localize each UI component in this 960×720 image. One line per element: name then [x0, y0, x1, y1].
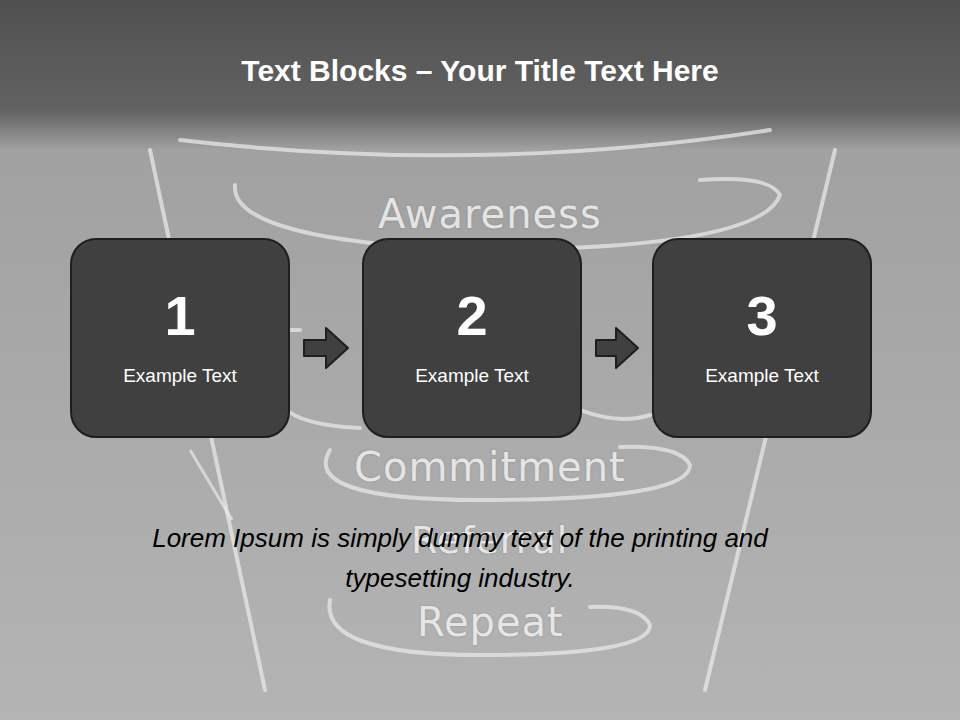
- chalk-word: Commitment: [354, 444, 626, 490]
- block-arrow: [304, 328, 348, 368]
- text-block: 2Example Text: [362, 238, 582, 438]
- block-number: 1: [72, 284, 288, 348]
- chalk-word: Awareness: [378, 191, 602, 237]
- chalk-mark: [580, 410, 650, 419]
- caption-text: Lorem Ipsum is simply dummy text of the …: [110, 518, 810, 598]
- block-number: 3: [654, 284, 870, 348]
- slide-title: Text Blocks – Your Title Text Here: [0, 54, 960, 88]
- chalk-word: Repeat: [417, 599, 564, 645]
- chalk-loop: [180, 130, 770, 155]
- block-arrow: [596, 328, 638, 368]
- chalk-mark: [285, 408, 360, 428]
- text-block: 1Example Text: [70, 238, 290, 438]
- block-number: 2: [364, 284, 580, 348]
- chalk-mark: [190, 450, 232, 520]
- block-text: Example Text: [72, 364, 288, 388]
- text-block: 3Example Text: [652, 238, 872, 438]
- chalk-loop: [329, 600, 650, 655]
- block-text: Example Text: [364, 364, 580, 388]
- block-text: Example Text: [654, 364, 870, 388]
